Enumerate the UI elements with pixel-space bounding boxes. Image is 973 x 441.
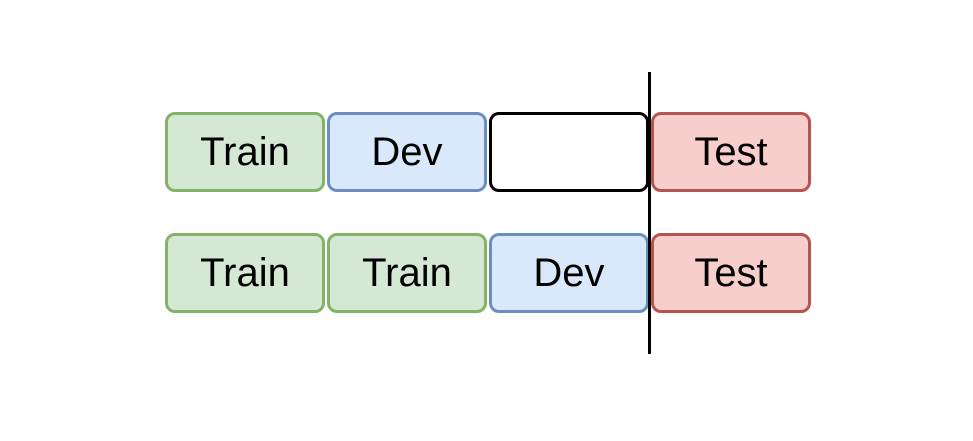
test-block: Test xyxy=(651,233,811,313)
train-block: Train xyxy=(165,233,325,313)
empty-block xyxy=(489,112,649,192)
train-block: Train xyxy=(327,233,487,313)
test-block: Test xyxy=(651,112,811,192)
test-boundary-line xyxy=(648,72,651,354)
dev-block: Dev xyxy=(327,112,487,192)
split-row-2: Train Train Dev Test xyxy=(165,233,813,315)
split-row-1: Train Dev Test xyxy=(165,112,813,194)
train-block: Train xyxy=(165,112,325,192)
dev-block: Dev xyxy=(489,233,649,313)
